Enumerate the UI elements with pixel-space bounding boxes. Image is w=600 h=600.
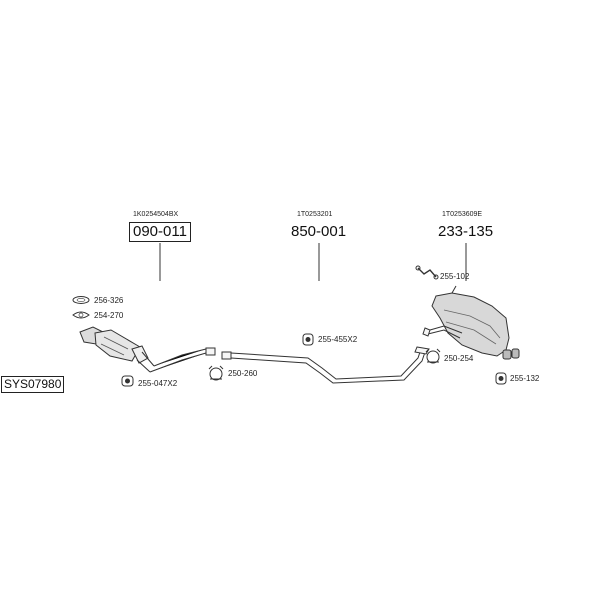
clamp-icon [208,365,224,381]
rubber-mount-icon [495,372,507,385]
accessory-label-gasket[interactable]: 256-326 [94,296,124,305]
oe-number-middle-pipe: 1T0253201 [297,211,333,218]
catalytic-converter-icon [79,326,216,373]
accessory-label-clamp-rear[interactable]: 250-254 [444,354,474,363]
flange-gasket-icon [72,311,90,319]
oe-number-catalyst: 1K0254504BX [133,211,179,218]
accessory-label-rubber-mount-rear[interactable]: 255-132 [510,374,540,383]
accessory-label-clamp-middle[interactable]: 250-260 [228,369,258,378]
rubber-mount-icon [121,375,134,387]
accessory-label-flange-gasket[interactable]: 254-270 [94,311,124,320]
part-number-catalyst[interactable]: 090-011 [129,222,191,242]
accessory-label-hanger[interactable]: 255-102 [440,272,470,281]
hanger-icon [415,265,439,280]
accessory-label-rubber-mount-middle[interactable]: 255-455X2 [318,335,358,344]
rubber-mount-icon [302,333,314,346]
part-number-middle-pipe[interactable]: 850-001 [291,223,347,240]
accessory-label-rubber-mount-front[interactable]: 255-047X2 [138,379,178,388]
clamp-icon [425,348,441,364]
oe-number-rear-silencer: 1T0253609E [442,211,483,218]
part-number-rear-silencer[interactable]: 233-135 [438,223,494,240]
gasket-icon [72,296,90,304]
middle-pipe-icon [221,346,430,384]
system-id-label: SYS07980 [1,376,65,393]
rear-silencer-icon [422,285,520,360]
